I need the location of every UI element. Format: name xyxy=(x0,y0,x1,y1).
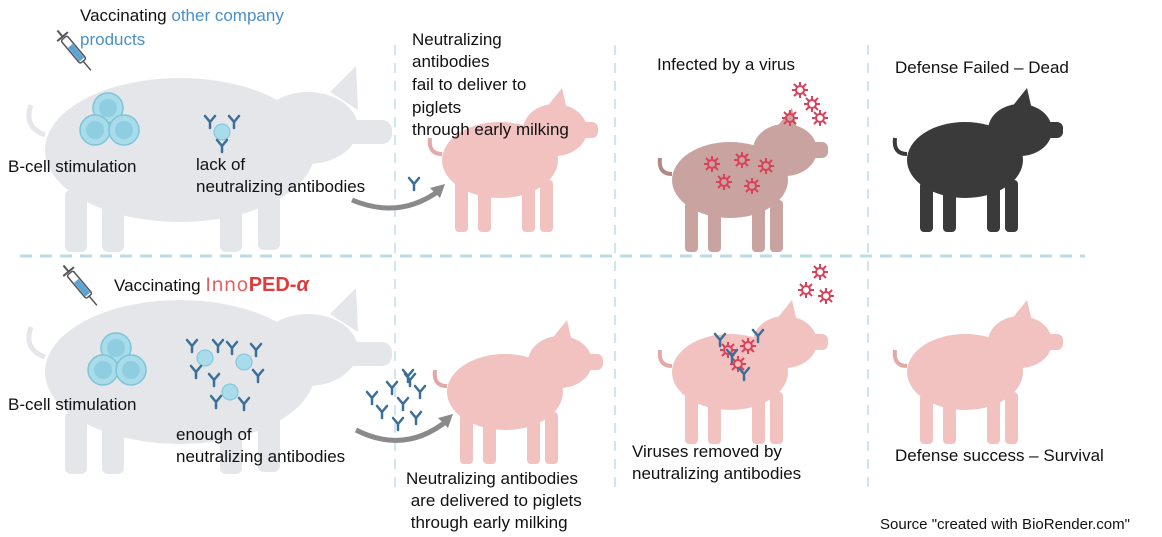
piglet-survived xyxy=(892,298,1065,446)
plasma-cells-bottom xyxy=(185,338,265,412)
milk-label-bottom-2: are delivered to piglets xyxy=(406,491,582,510)
piglet-infected xyxy=(657,106,830,254)
antibody-label-bottom-1: enough of xyxy=(176,425,252,444)
piglet-nursing-bottom xyxy=(432,318,605,466)
brand-ped: PED- xyxy=(248,274,297,296)
bcell-label-top: B-cell stimulation xyxy=(8,157,137,176)
milk-label-top-5: through early milking xyxy=(412,120,569,139)
brand-alpha: α xyxy=(296,274,309,296)
vaccine-prefix: Vaccinating xyxy=(80,6,167,25)
vaccine-product-line2: products xyxy=(80,30,146,49)
milk-label-top-2: antibodies xyxy=(412,52,490,71)
arrow-icon xyxy=(354,418,450,443)
milk-label-top-4: piglets xyxy=(412,98,462,117)
removal-label-2: neutralizing antibodies xyxy=(632,464,802,483)
vaccine-prefix-bottom: Vaccinating xyxy=(114,276,201,295)
antibody-label-top-2: neutralizing antibodies xyxy=(196,177,366,196)
arrow-head xyxy=(430,184,445,198)
milk-label-bottom-3: through early milking xyxy=(406,513,568,532)
antibody-label-bottom-2: neutralizing antibodies xyxy=(176,447,346,466)
outcome-label-bottom: Defense success – Survival xyxy=(895,446,1104,465)
outcome-label-top: Defense Failed – Dead xyxy=(895,58,1069,77)
vaccine-label-top: Vaccinating other company xyxy=(80,5,284,27)
arrow-icon xyxy=(351,187,442,211)
plasma-cell-top xyxy=(203,114,241,154)
antibody-label-top-1: lack of xyxy=(196,155,246,174)
milk-label-top-3: fail to deliver to xyxy=(412,75,527,94)
vaccine-label-bottom: Vaccinating InnoPED-α xyxy=(114,274,309,297)
delivered-antibody-single xyxy=(407,176,421,192)
arrow-head xyxy=(438,414,453,428)
milk-label-bottom-1: Neutralizing antibodies xyxy=(406,469,578,488)
infection-label: Infected by a virus xyxy=(657,55,795,74)
vaccine-product: other company xyxy=(171,6,284,25)
milk-label-top-1: Neutralizing xyxy=(412,30,502,49)
removal-label-1: Viruses removed by xyxy=(632,442,782,461)
source-note: Source "created with BioRender.com" xyxy=(880,516,1130,533)
piglet-dead xyxy=(892,86,1065,234)
syringe-icon xyxy=(57,259,104,311)
brand-inno: Inno xyxy=(205,274,249,296)
bcell-label-bottom: B-cell stimulation xyxy=(8,395,137,414)
